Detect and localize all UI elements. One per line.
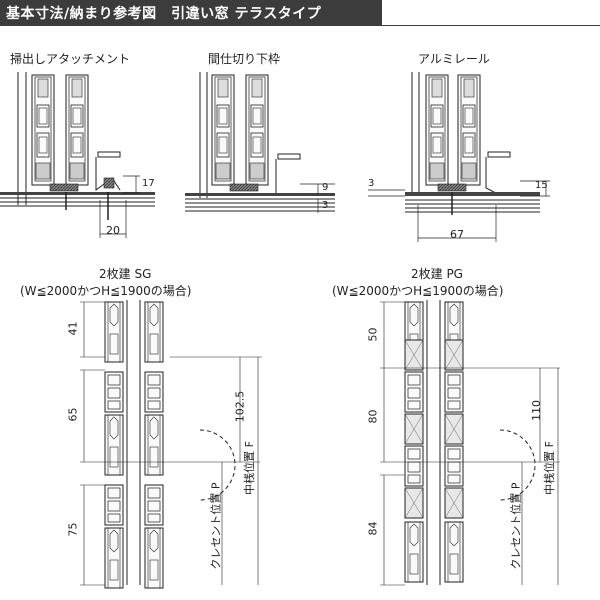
pg-condition: (W≦2000かつH≦1900の場合) <box>332 284 504 298</box>
detail-1-label: 掃出しアタッチメント <box>10 52 131 66</box>
detail-2-drawing <box>185 72 335 212</box>
pg-drawing <box>404 300 536 585</box>
pg-dimensions <box>380 301 560 586</box>
header-bar: 基本寸法/納まり参考図 引違い窓 テラスタイプ <box>0 0 382 26</box>
detail-3-label: アルミレール <box>418 52 490 66</box>
sg-drawing <box>104 300 236 589</box>
detail-3-dim-width: 67 <box>450 228 464 241</box>
sg-dim-top: 41 <box>66 321 80 336</box>
sg-dim-bottom: 75 <box>66 522 80 537</box>
detail-1-dim-width: 20 <box>106 224 120 237</box>
pg-dim-overall: 110 <box>530 400 543 421</box>
detail-2-dim-a: 9 <box>322 182 329 193</box>
detail-3-drawing <box>405 72 540 215</box>
detail-3-dim-right: 15 <box>535 180 548 191</box>
header-title: 基本寸法/納まり参考図 引違い窓 テラスタイプ <box>6 6 322 22</box>
detail-2-label: 間仕切り下枠 <box>208 52 281 66</box>
sg-crescent-label: クレセント位置 P <box>209 482 223 570</box>
pg-dim-bottom: 84 <box>366 521 380 536</box>
header: 基本寸法/納まり参考図 引違い窓 テラスタイプ <box>0 0 600 26</box>
sg-dim-overall: 102.5 <box>233 390 247 423</box>
pg-crescent-label: クレセント位置 P <box>509 482 523 570</box>
detail-1-dim-height: 17 <box>142 178 155 189</box>
detail-2-dimensions <box>300 183 335 213</box>
detail-2-dim-b: 3 <box>322 200 329 211</box>
sg-dim-mid: 65 <box>66 407 80 422</box>
pg-dim-top: 50 <box>366 327 380 342</box>
detail-3-dim-left: 3 <box>368 178 375 189</box>
header-rule <box>0 25 600 26</box>
sg-title: 2枚建 SG <box>99 267 152 281</box>
pg-dim-mid: 80 <box>366 409 380 424</box>
detail-1-dimensions <box>99 175 140 238</box>
pg-title: 2枚建 PG <box>411 267 463 281</box>
sg-rail-label: 中桟位置 F <box>242 441 256 495</box>
detail-1-drawing <box>0 72 155 220</box>
pg-rail-label: 中桟位置 F <box>542 441 556 495</box>
sg-condition: (W≦2000かつH≦1900の場合) <box>20 284 192 298</box>
sg-dimensions <box>80 301 262 586</box>
detail-3-dimensions <box>368 180 550 242</box>
